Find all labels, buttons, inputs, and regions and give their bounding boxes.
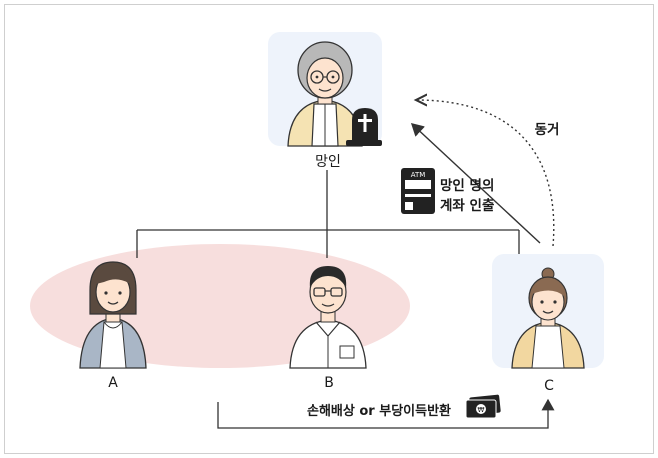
- person-a-icon: [79, 261, 147, 369]
- person-a-label: A: [108, 375, 118, 391]
- cohabitation-arrow: [416, 100, 555, 247]
- person-b-label: B: [324, 375, 334, 391]
- deceased-elderly-icon: [287, 41, 363, 147]
- svg-text:₩: ₩: [478, 406, 485, 414]
- tombstone-icon: [346, 108, 382, 146]
- withdrawal-label-line1: 망인 명의: [440, 178, 495, 194]
- person-b-icon: [289, 266, 367, 369]
- withdrawal-arrow: [410, 123, 541, 244]
- claim-label: 손해배상 or 부당이득반환: [307, 404, 451, 419]
- cohabitation-label: 동거: [534, 122, 560, 138]
- claim-arrow: [217, 398, 555, 429]
- atm-icon: ATM: [401, 168, 435, 214]
- deceased-label: 망인: [315, 154, 341, 170]
- family-tree-lines: [136, 170, 520, 258]
- person-c-label: C: [544, 378, 554, 394]
- withdrawal-label-line2: 계좌 인출: [440, 198, 495, 214]
- atm-icon-text: ATM: [411, 171, 426, 179]
- cash-icon: ₩: [465, 394, 501, 419]
- person-c-icon: [511, 267, 585, 369]
